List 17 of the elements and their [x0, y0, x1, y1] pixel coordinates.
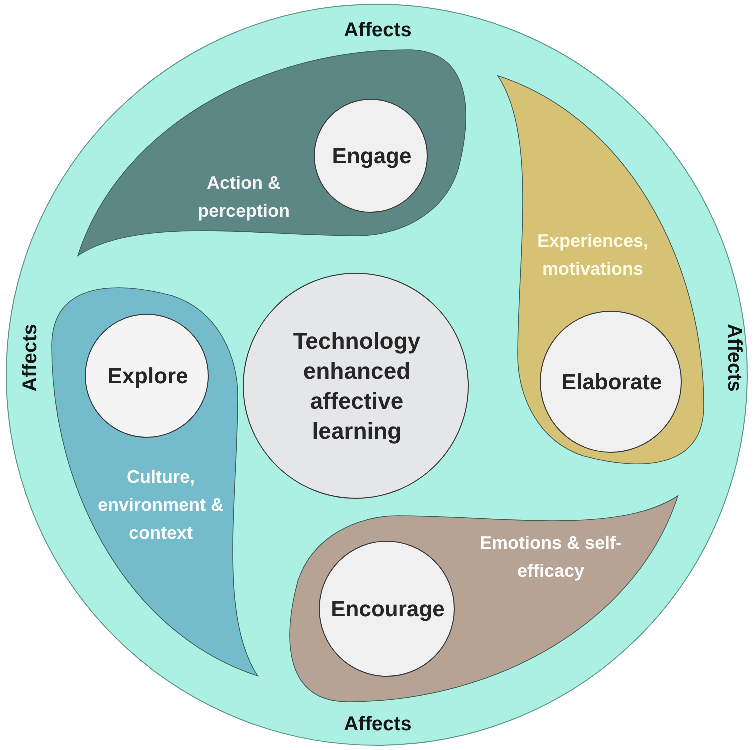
- petal-shape: [498, 76, 704, 464]
- petal-label: Action & perception: [196, 172, 291, 223]
- ring-label: Affects: [722, 324, 746, 392]
- circle-label: Explore: [108, 362, 188, 391]
- petal-label: Experiences, motivations: [536, 230, 650, 281]
- petal-label: Culture, environment & context: [96, 466, 226, 545]
- circle-label: Technology enhanced affective learning: [292, 327, 422, 446]
- petal-label: Emotions & self-efficacy: [478, 532, 623, 583]
- ring-label: Affects: [20, 324, 42, 392]
- circle-label: Elaborate: [562, 368, 662, 397]
- petal-shape: [290, 496, 678, 702]
- ring-label: Affects: [344, 714, 412, 736]
- circle-label: Engage: [332, 142, 412, 171]
- ring-label: Affects: [344, 20, 412, 42]
- petal-shape: [52, 288, 258, 676]
- circle-label: Encourage: [331, 596, 445, 624]
- petal-shape: [78, 50, 466, 256]
